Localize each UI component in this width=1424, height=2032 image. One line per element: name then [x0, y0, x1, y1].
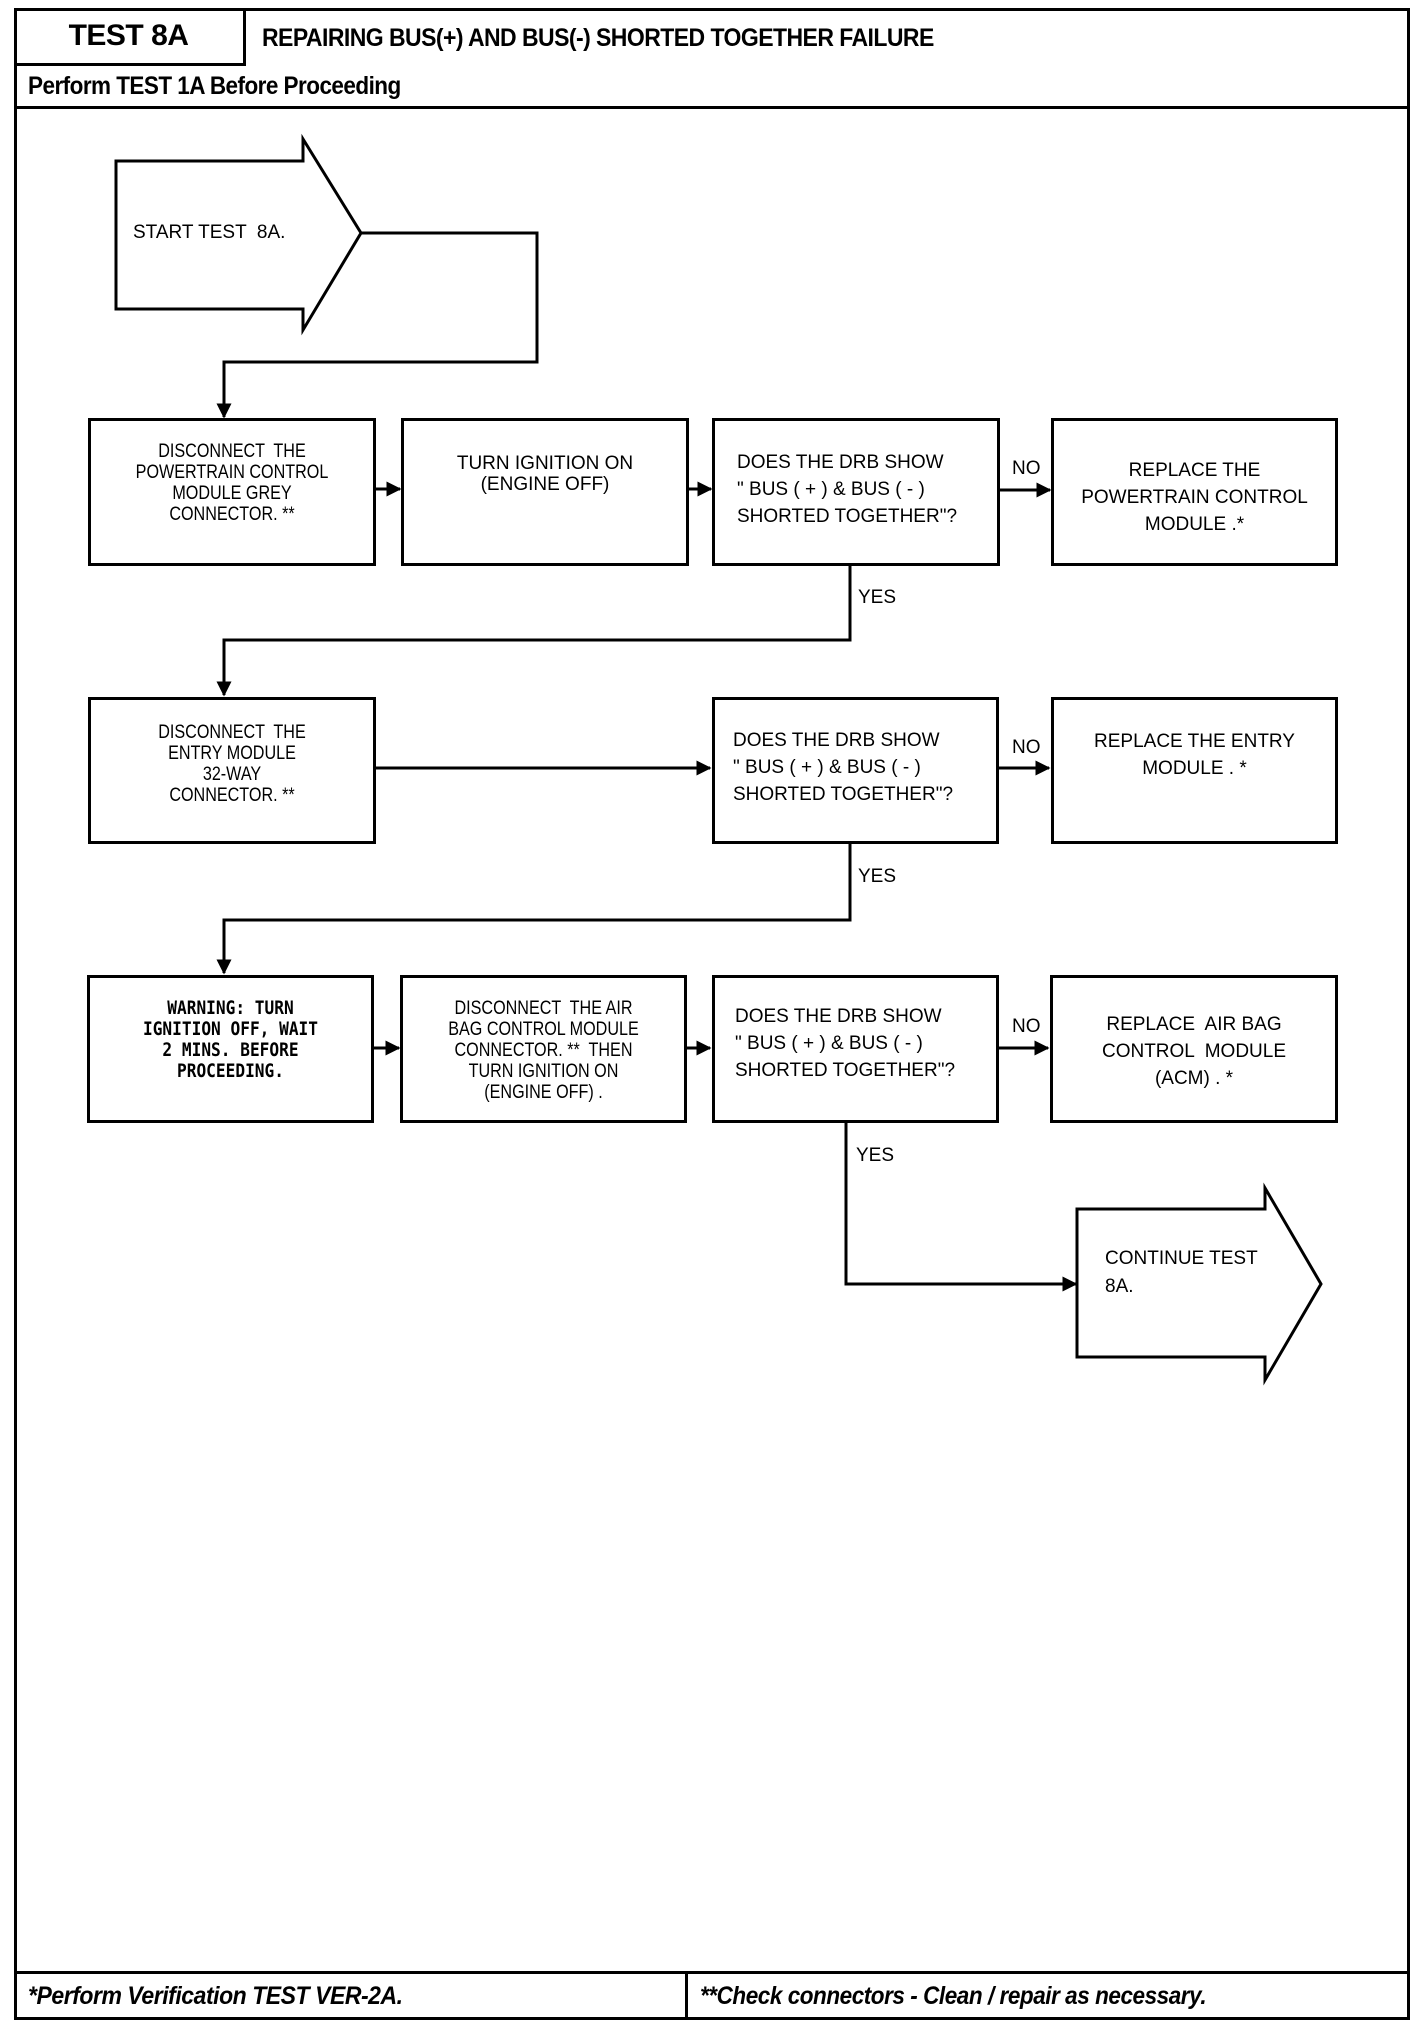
action-text: REPLACE THE POWERTRAIN CONTROL MODULE .*: [1081, 460, 1308, 535]
step-disconnect-pcm: DISCONNECT THE POWERTRAIN CONTROL MODULE…: [88, 418, 376, 566]
yes-label-row3: YES: [856, 1145, 895, 1166]
question-drb-row1: DOES THE DRB SHOW " BUS ( + ) & BUS ( - …: [712, 418, 1000, 566]
warning-text: WARNING: TURN IGNITION OFF, WAIT 2 MINS.…: [142, 997, 319, 1082]
start-test-label: START TEST 8A.: [133, 222, 286, 243]
action-text: REPLACE THE ENTRY MODULE . *: [1094, 731, 1295, 779]
step-disconnect-entry-module: DISCONNECT THE ENTRY MODULE 32-WAY CONNE…: [88, 697, 376, 844]
action-replace-acm: REPLACE AIR BAG CONTROL MODULE (ACM) . *: [1050, 975, 1338, 1123]
action-text: REPLACE AIR BAG CONTROL MODULE (ACM) . *: [1101, 1014, 1287, 1089]
step-disconnect-acm: DISCONNECT THE AIR BAG CONTROL MODULE CO…: [400, 975, 687, 1123]
prerequisite-note: Perform TEST 1A Before Proceeding: [28, 72, 401, 100]
footer-column-divider: [685, 1972, 688, 2020]
no-label-row2: NO: [1012, 737, 1041, 758]
action-replace-entry-module: REPLACE THE ENTRY MODULE . *: [1051, 697, 1338, 844]
step-text: DISCONNECT THE ENTRY MODULE 32-WAY CONNE…: [158, 722, 306, 806]
page-frame: [14, 8, 1410, 2020]
connector-start-to-row1: [216, 231, 539, 419]
page-title: REPAIRING BUS(+) AND BUS(-) SHORTED TOGE…: [262, 24, 934, 52]
connector-r3-yes: [844, 1122, 1078, 1292]
header-divider: [14, 106, 1410, 109]
connector-r2-yes: [216, 843, 852, 975]
action-replace-pcm: REPLACE THE POWERTRAIN CONTROL MODULE .*: [1051, 418, 1338, 566]
question-text: DOES THE DRB SHOW " BUS ( + ) & BUS ( - …: [733, 730, 954, 805]
footnote-verification: *Perform Verification TEST VER-2A.: [28, 1982, 403, 2010]
question-drb-row2: DOES THE DRB SHOW " BUS ( + ) & BUS ( - …: [712, 697, 999, 844]
warning-ignition-off: WARNING: TURN IGNITION OFF, WAIT 2 MINS.…: [87, 975, 374, 1123]
no-label-row3: NO: [1012, 1016, 1041, 1037]
yes-label-row2: YES: [858, 866, 897, 887]
start-arrow-shape: [114, 133, 363, 336]
step-text: TURN IGNITION ON (ENGINE OFF): [456, 453, 634, 495]
question-text: DOES THE DRB SHOW " BUS ( + ) & BUS ( - …: [735, 1006, 956, 1081]
question-drb-row3: DOES THE DRB SHOW " BUS ( + ) & BUS ( - …: [712, 975, 999, 1123]
test-id: TEST 8A: [68, 18, 189, 52]
continue-test-label: CONTINUE TEST 8A.: [1105, 1248, 1258, 1297]
step-text: DISCONNECT THE AIR BAG CONTROL MODULE CO…: [448, 998, 639, 1103]
yes-label-row1: YES: [858, 587, 897, 608]
question-text: DOES THE DRB SHOW " BUS ( + ) & BUS ( - …: [737, 452, 958, 527]
step-ignition-on: TURN IGNITION ON (ENGINE OFF): [401, 418, 689, 566]
step-text: DISCONNECT THE POWERTRAIN CONTROL MODULE…: [135, 441, 329, 525]
test-id-box: TEST 8A: [14, 8, 246, 66]
continue-arrow-shape: [1075, 1182, 1323, 1386]
footnote-connectors: **Check connectors - Clean / repair as n…: [700, 1982, 1207, 2010]
footer-divider: [14, 1971, 1410, 1974]
connector-r1-yes: [216, 565, 852, 697]
no-label-row1: NO: [1012, 458, 1041, 479]
